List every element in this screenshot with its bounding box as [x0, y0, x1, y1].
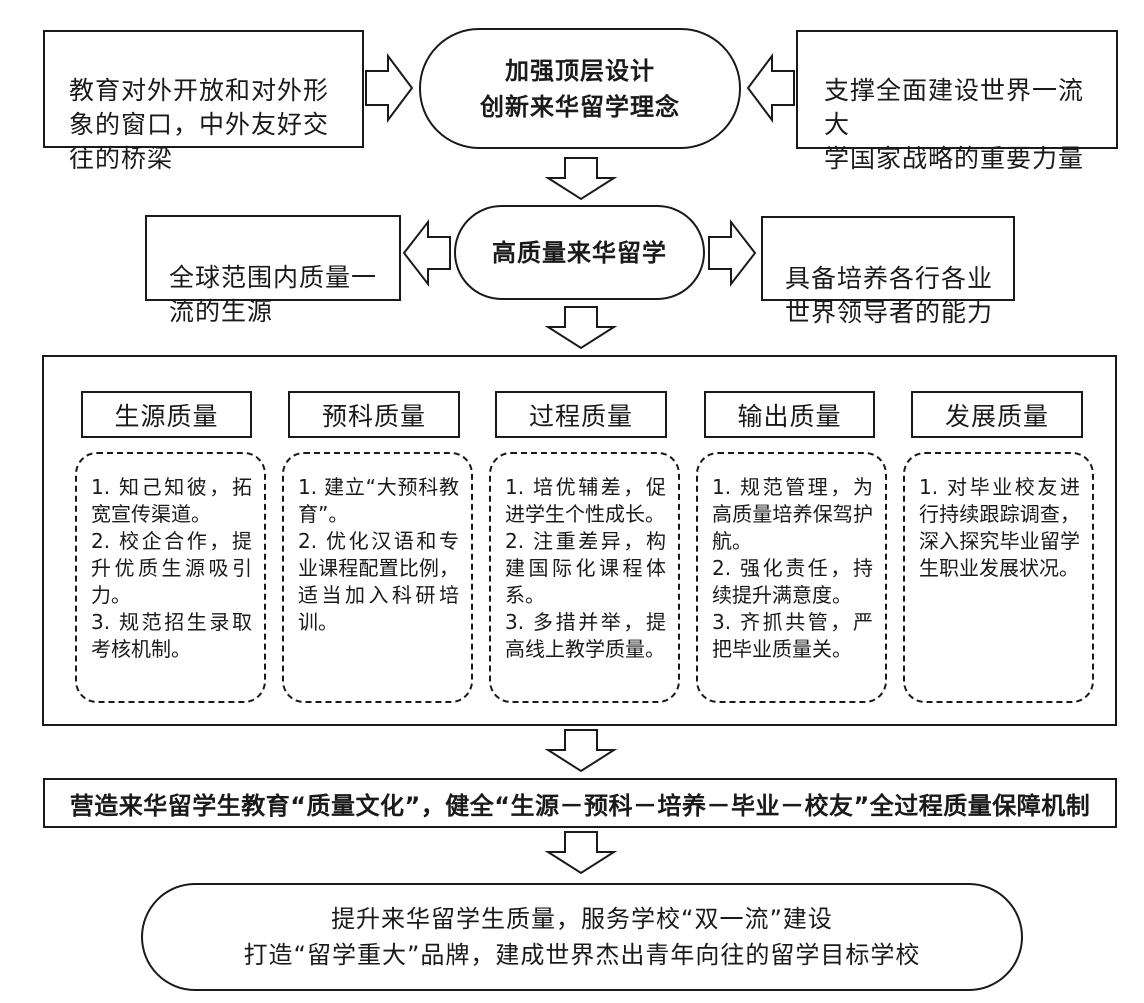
column-header-process: 过程质量	[495, 391, 667, 438]
column-body-output: 1. 规范管理，为高质量培养保驾护航。 2. 强化责任，持续提升满意度。 3. …	[696, 452, 887, 703]
column-header-development: 发展质量	[911, 391, 1083, 438]
mid-center-text: 高质量来华留学	[492, 238, 667, 267]
arrow-down-3	[544, 729, 618, 773]
mid-right-text: 具备培养各行各业 世界领导者的能力	[785, 264, 994, 327]
arrow-right-mid	[708, 219, 757, 287]
arrow-down-1	[544, 157, 618, 201]
mid-center-pill: 高质量来华留学	[454, 205, 705, 300]
top-right-box: 支撑全面建设世界一流大 学国家战略的重要力量	[796, 30, 1118, 173]
mechanism-banner-text: 营造来华留学生教育“质量文化”，健全“生源－预科－培养－毕业－校友”全过程质量保…	[69, 791, 1091, 820]
column-header-preparatory: 预科质量	[288, 391, 460, 438]
goal-text: 提升来华留学生质量，服务学校“双一流”建设 打造“留学重大”品牌，建成世界杰出青…	[243, 905, 921, 969]
mid-right-box: 具备培养各行各业 世界领导者的能力	[761, 216, 1015, 327]
mid-left-box: 全球范围内质量一 流的生源	[145, 215, 401, 326]
goal-pill: 提升来华留学生质量，服务学校“双一流”建设 打造“留学重大”品牌，建成世界杰出青…	[141, 883, 1023, 991]
arrow-down-2	[544, 306, 618, 350]
arrow-down-4	[544, 831, 618, 875]
column-body-development: 1. 对毕业校友进行持续跟踪调查，深入探究毕业留学生职业发展状况。	[903, 452, 1094, 703]
arrow-left-mid	[402, 219, 451, 287]
column-body-preparatory: 1. 建立“大预科教育”。 2. 优化汉语和专业课程配置比例，适当加入科研培训。	[282, 452, 473, 703]
mechanism-banner: 营造来华留学生教育“质量文化”，健全“生源－预科－培养－毕业－校友”全过程质量保…	[43, 778, 1117, 828]
column-body-source: 1. 知己知彼，拓宽宣传渠道。 2. 校企合作，提升优质生源吸引力。 3. 规范…	[75, 452, 266, 703]
arrow-right-top	[365, 53, 414, 123]
top-right-text: 支撑全面建设世界一流大 学国家战略的重要力量	[824, 76, 1085, 173]
top-left-box: 教育对外开放和对外形 象的窗口，中外友好交 往的桥梁	[43, 30, 364, 173]
mid-left-text: 全球范围内质量一 流的生源	[169, 263, 378, 326]
top-center-text: 加强顶层设计 创新来华留学理念	[480, 56, 680, 121]
column-header-source: 生源质量	[81, 391, 252, 438]
top-center-pill: 加强顶层设计 创新来华留学理念	[419, 28, 741, 149]
column-header-output: 输出质量	[704, 391, 875, 438]
quality-container	[42, 355, 1117, 726]
arrow-left-top	[746, 53, 795, 123]
top-left-text: 教育对外开放和对外形 象的窗口，中外友好交 往的桥梁	[69, 76, 330, 173]
column-body-process: 1. 培优辅差，促进学生个性成长。 2. 注重差异，构建国际化课程体系。 3. …	[489, 452, 680, 703]
